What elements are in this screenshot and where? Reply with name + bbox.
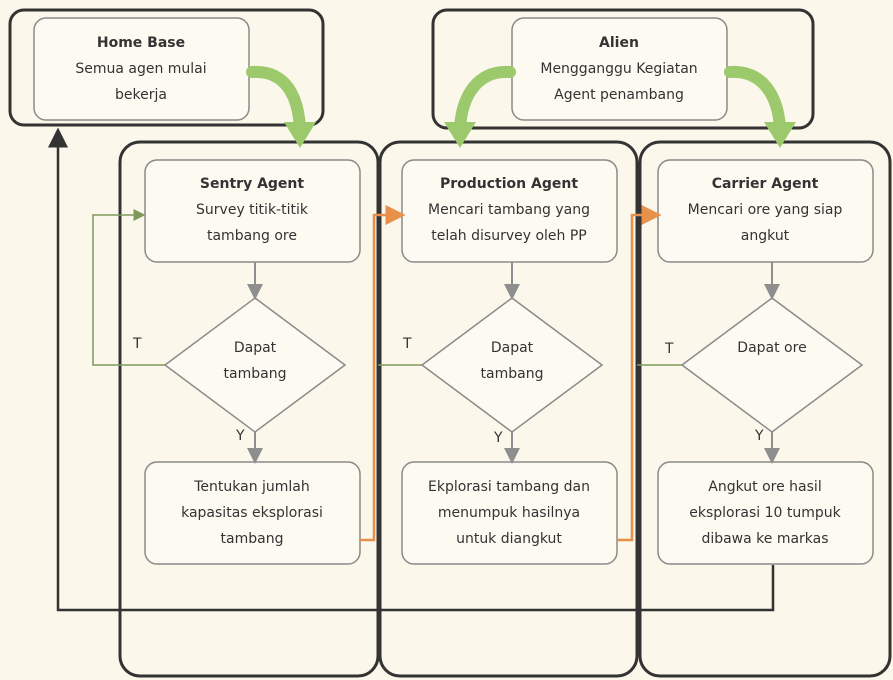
carrier-decision-line1: Dapat ore xyxy=(737,340,806,356)
sentry-action-line1: Tentukan jumlah xyxy=(193,479,310,495)
sentry-lane xyxy=(118,140,380,678)
carrier-action-line3: dibawa ke markas xyxy=(701,531,828,547)
alien-container xyxy=(431,8,815,130)
sentry-agent-line1: Survey titik-titik xyxy=(196,202,309,218)
sentry-yes-label: Y xyxy=(235,428,245,444)
alien-to-carrier-curved-arrow xyxy=(724,65,796,148)
carrier-lane xyxy=(638,140,892,678)
production-action-line1: Ekplorasi tambang dan xyxy=(428,479,590,495)
sentry-decision-diamond xyxy=(163,297,347,433)
production-decision-line1: Dapat xyxy=(491,340,534,356)
production-action-line3: untuk diangkut xyxy=(456,531,562,547)
home-base-text-line1: Semua agen mulai xyxy=(75,61,206,77)
sentry-action-line3: tambang xyxy=(221,531,284,547)
alien-text-line1: Mengganggu Kegiatan xyxy=(540,61,697,77)
sentry-no-label: T xyxy=(132,336,142,352)
sentry-no-loop-arrow xyxy=(92,209,165,366)
production-agent-title: Production Agent xyxy=(440,176,578,192)
carrier-agent-line2: angkut xyxy=(741,228,790,244)
sentry-decision-line2: tambang xyxy=(224,366,287,382)
production-lane xyxy=(378,140,639,678)
sentry-agent-line2: tambang ore xyxy=(207,228,297,244)
sentry-to-production-arrow xyxy=(360,205,406,542)
carrier-yes-label: Y xyxy=(754,428,764,444)
home-base-text-line2: bekerja xyxy=(115,87,167,103)
carrier-action-line1: Angkut ore hasil xyxy=(708,479,821,495)
home-base-title: Home Base xyxy=(97,35,185,51)
carrier-agent-title: Carrier Agent xyxy=(712,176,819,192)
production-agent-line1: Mencari tambang yang xyxy=(428,202,590,218)
production-action-line2: menumpuk hasilnya xyxy=(438,505,580,521)
production-to-carrier-arrow xyxy=(617,205,662,542)
alien-to-production-curved-arrow xyxy=(444,65,516,148)
carrier-action-line2: eksplorasi 10 tumpuk xyxy=(689,505,841,521)
alien-text-line2: Agent penambang xyxy=(554,87,684,103)
production-decision-line2: tambang xyxy=(481,366,544,382)
production-no-label: T xyxy=(402,336,412,352)
return-to-home-arrow xyxy=(48,127,775,612)
alien-title: Alien xyxy=(599,35,639,51)
carrier-no-label: T xyxy=(664,341,674,357)
carrier-agent-line1: Mencari ore yang siap xyxy=(688,202,843,218)
carrier-decision-diamond xyxy=(680,297,864,433)
production-decision-diamond xyxy=(420,297,604,433)
home-base-container xyxy=(8,8,325,127)
home-to-sentry-curved-arrow xyxy=(246,65,316,148)
sentry-action-line2: kapasitas eksplorasi xyxy=(181,505,323,521)
production-agent-line2: telah disurvey oleh PP xyxy=(431,228,587,244)
sentry-agent-title: Sentry Agent xyxy=(200,176,304,192)
production-yes-label: Y xyxy=(493,430,503,446)
sentry-decision-line1: Dapat xyxy=(234,340,277,356)
